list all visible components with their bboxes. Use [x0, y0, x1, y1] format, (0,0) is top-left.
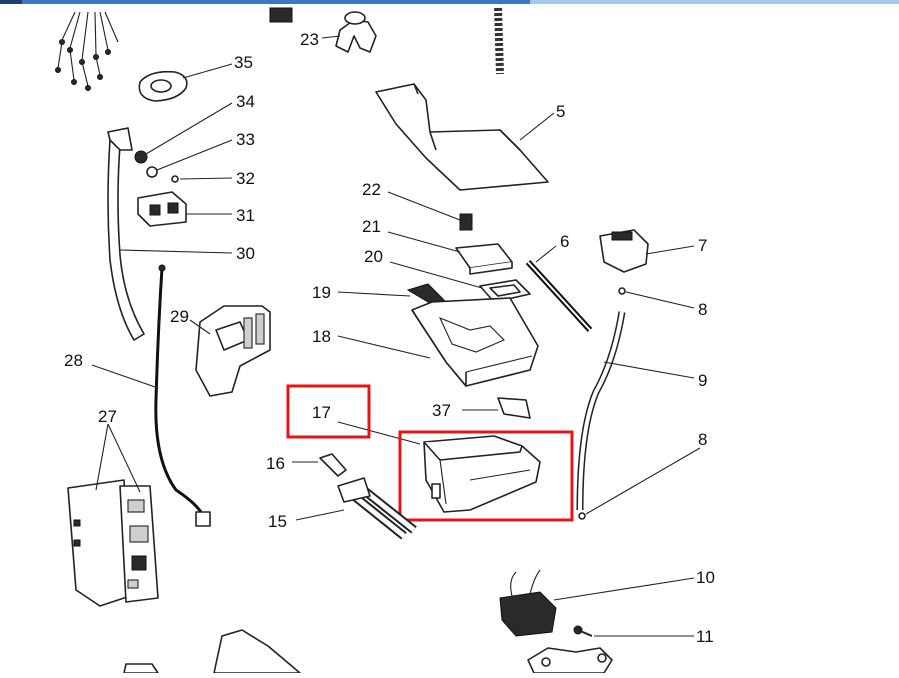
- drain-hose-30: [107, 127, 233, 341]
- washer-33: [146, 139, 233, 178]
- pressure-switch-7: [599, 229, 695, 273]
- thermistor-16: [292, 453, 347, 477]
- label-8-lower: 8: [698, 430, 707, 449]
- knob-22: [387, 191, 473, 231]
- label-31: 31: [236, 206, 255, 225]
- pressure-hose-9: [576, 311, 695, 511]
- cable-28: [91, 264, 211, 527]
- label-23: 23: [300, 30, 319, 49]
- clip-31: [137, 191, 232, 227]
- label-29: 29: [170, 307, 189, 326]
- label-15: 15: [268, 512, 287, 531]
- label-33: 33: [236, 130, 255, 149]
- label-32: 32: [236, 169, 255, 188]
- o-ring-8-lower: [578, 447, 701, 520]
- label-19: 19: [312, 283, 331, 302]
- label-18: 18: [312, 327, 331, 346]
- control-board-27: [67, 423, 159, 607]
- highlight-box-label-17: [286, 384, 371, 439]
- corrugated-tube: [494, 7, 504, 75]
- label-5: 5: [556, 102, 565, 121]
- screw-11: [573, 625, 694, 637]
- label-10: 10: [696, 568, 715, 587]
- highlight-box-part-17: [398, 430, 574, 522]
- label-35: 35: [234, 53, 253, 72]
- wiring-harness: [55, 11, 119, 91]
- heating-element-15: [295, 477, 417, 540]
- label-28: 28: [64, 351, 83, 370]
- label-37: 37: [432, 401, 451, 420]
- label-27: 27: [98, 407, 117, 426]
- bottom-part-left: [123, 629, 301, 674]
- label-11: 11: [696, 627, 714, 646]
- label-9: 9: [698, 371, 707, 390]
- label-34: 34: [236, 92, 255, 111]
- rod-6: [525, 245, 593, 333]
- screw-32: [171, 175, 233, 183]
- clip-37: [462, 397, 531, 419]
- inlet-valve-23: [269, 7, 377, 53]
- top-bar-mid: [22, 0, 530, 4]
- label-16: 16: [266, 454, 285, 473]
- drawer-housing-17: [337, 421, 541, 513]
- label-17: 17: [312, 403, 331, 422]
- label-30: 30: [236, 244, 255, 263]
- siphon-cap-21: [387, 231, 513, 275]
- insert-20: [389, 261, 531, 303]
- label-6: 6: [560, 232, 569, 251]
- detergent-drawer-18: [337, 297, 539, 387]
- o-ring-8-upper: [618, 287, 695, 309]
- label-8-upper: 8: [698, 300, 707, 319]
- capacitor-10: [499, 569, 695, 637]
- bottom-bracket: [527, 647, 613, 674]
- nut-34: [134, 102, 233, 164]
- top-bar-light: [530, 0, 899, 4]
- door-lock-29: [189, 305, 271, 397]
- label-22: 22: [362, 180, 381, 199]
- label-21: 21: [362, 217, 381, 236]
- label-20: 20: [364, 247, 383, 266]
- cover-plate-5: [375, 83, 555, 191]
- top-bar-dark: [0, 0, 22, 4]
- label-7: 7: [698, 236, 707, 255]
- gasket-35: [138, 63, 233, 102]
